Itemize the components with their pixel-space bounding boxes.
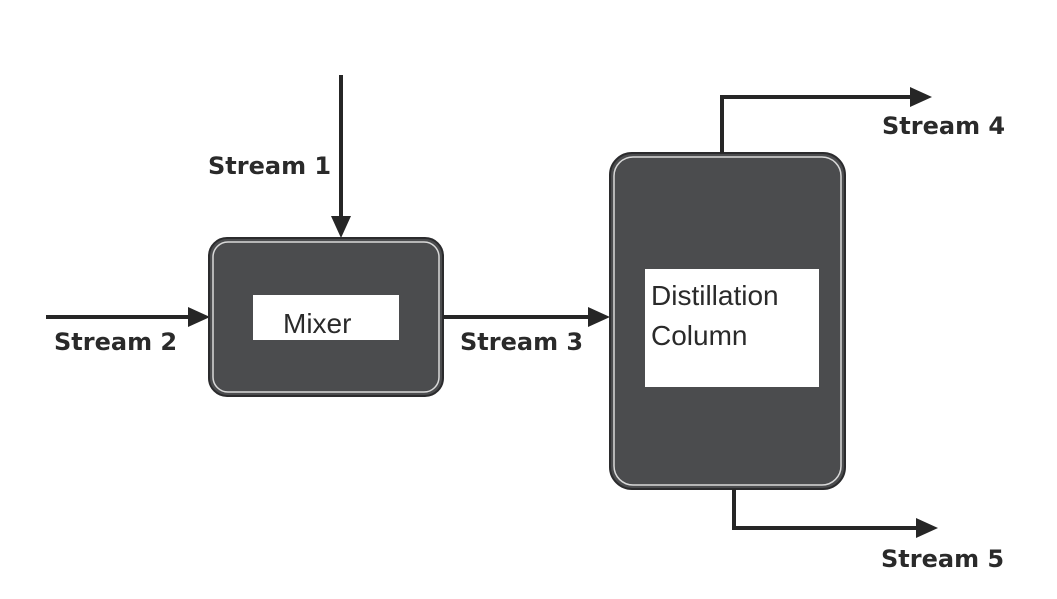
- stream-1-label: Stream 1: [208, 152, 331, 180]
- stream-4-label: Stream 4: [882, 112, 1005, 140]
- column-label-line2: Column: [651, 320, 747, 351]
- mixer-label-box: [253, 295, 399, 340]
- stream-3-label: Stream 3: [460, 328, 583, 356]
- mixer-label: Mixer: [283, 308, 351, 339]
- stream-5-label: Stream 5: [881, 545, 1004, 573]
- distillation-column-unit: Distillation Column: [609, 152, 846, 490]
- mixer-inner-border: [212, 241, 440, 393]
- stream-2: Stream 2: [46, 307, 210, 356]
- stream-4-line: [720, 95, 912, 153]
- stream-4-arrowhead: [910, 87, 932, 107]
- stream-3: Stream 3: [443, 307, 610, 356]
- column-inner-border: [613, 156, 842, 486]
- stream-1: Stream 1: [208, 75, 351, 238]
- stream-5: Stream 5: [732, 489, 1004, 573]
- stream-3-arrowhead: [588, 307, 610, 327]
- stream-5-arrowhead: [916, 518, 938, 538]
- stream-5-line: [732, 489, 918, 530]
- mixer-unit: Mixer: [208, 237, 444, 397]
- stream-2-arrowhead: [188, 307, 210, 327]
- column-label-box: [645, 269, 819, 387]
- stream-4: Stream 4: [720, 87, 1005, 153]
- stream-1-arrowhead: [331, 216, 351, 238]
- column-label-line1: Distillation: [651, 280, 779, 311]
- stream-2-label: Stream 2: [54, 328, 177, 356]
